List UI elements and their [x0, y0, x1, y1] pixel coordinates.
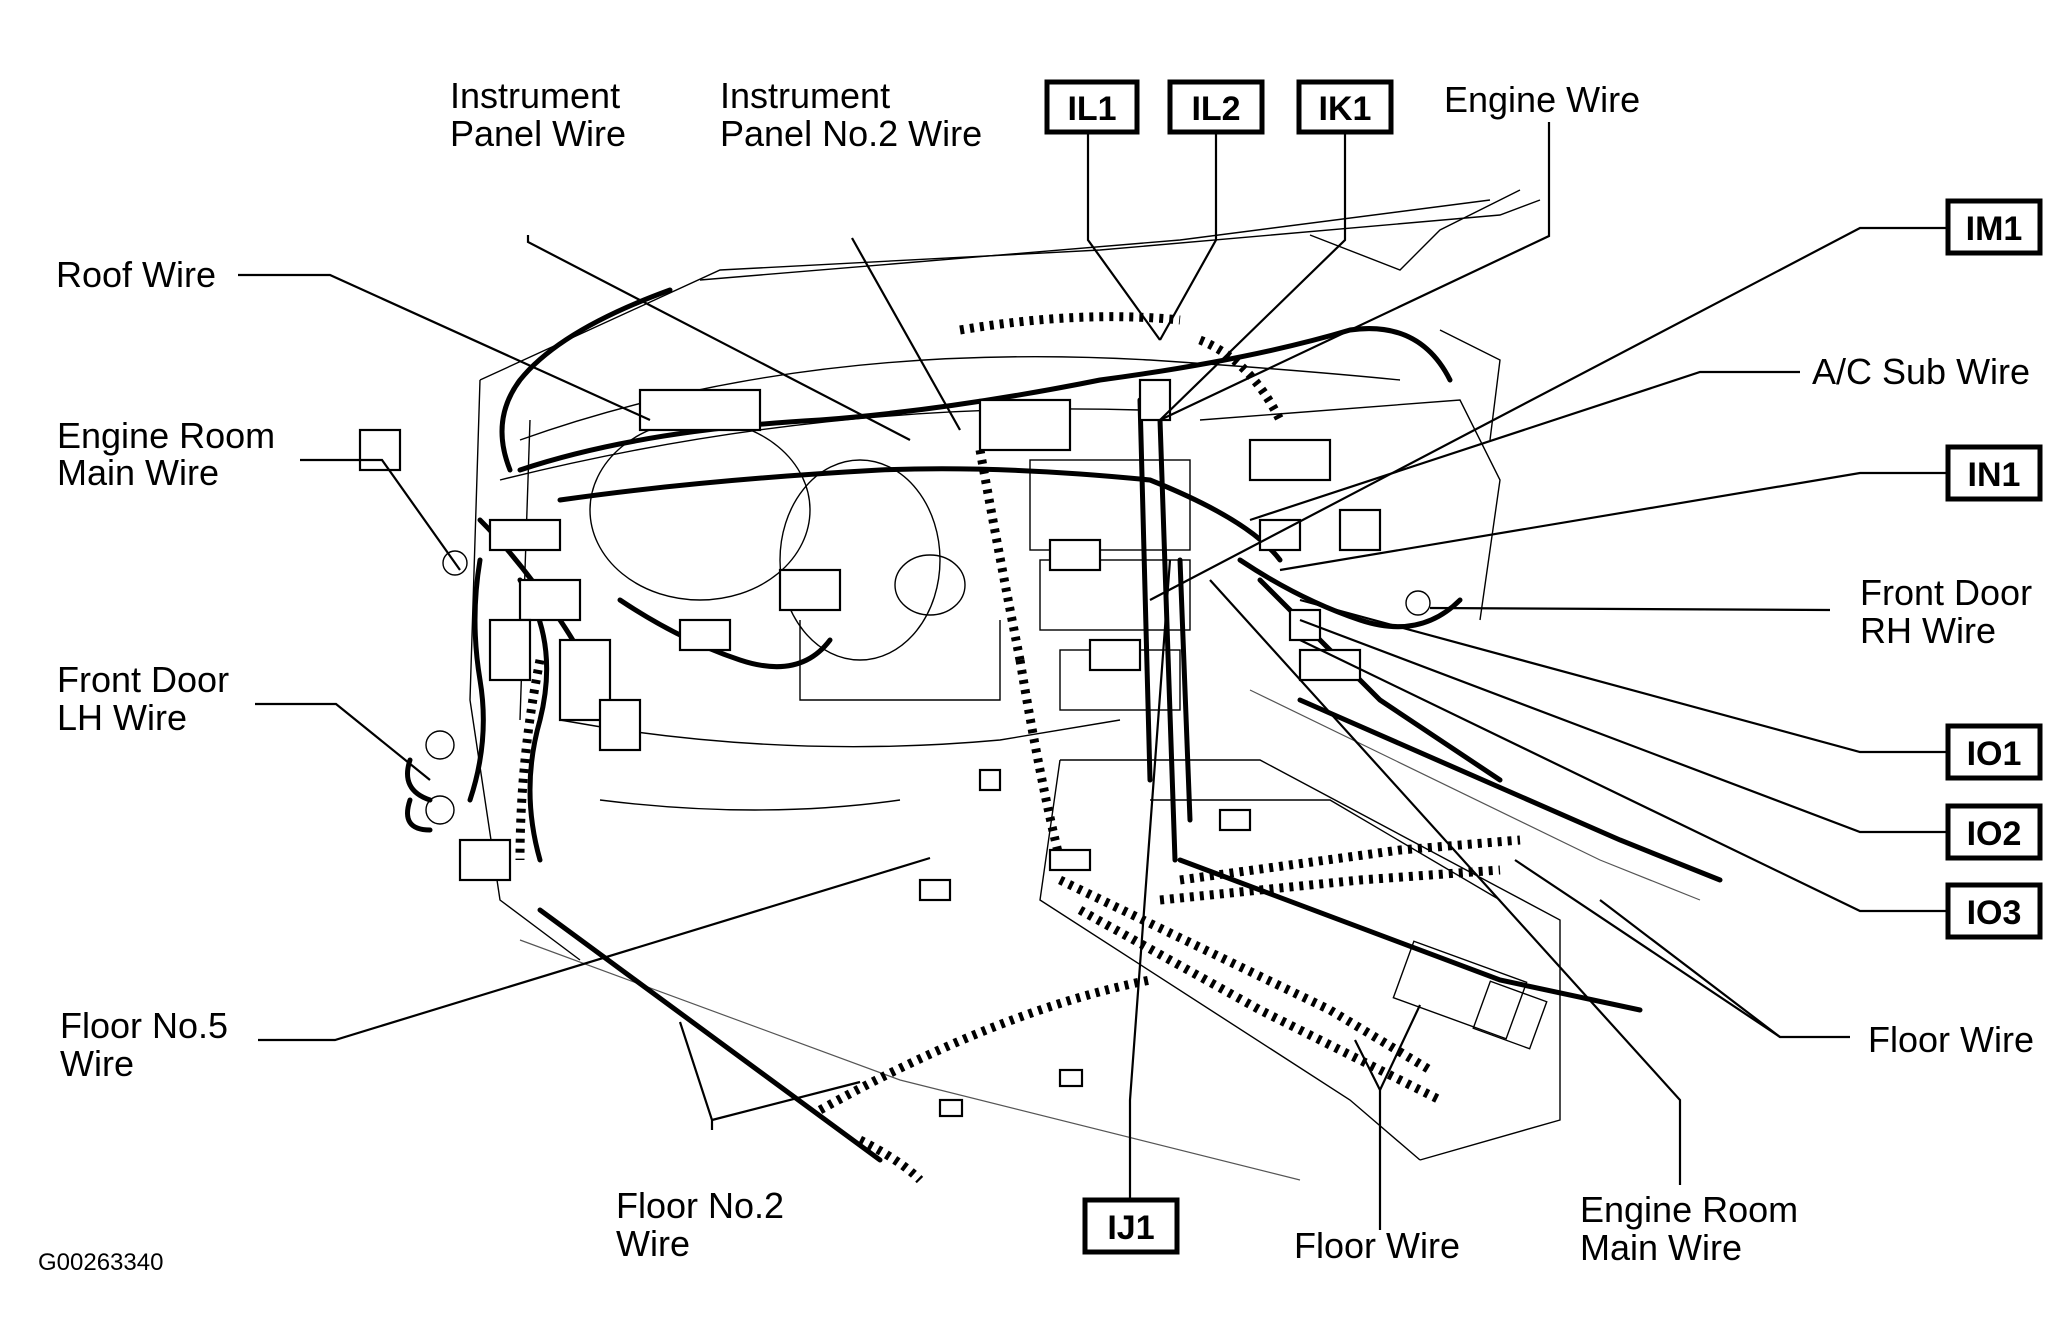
text-labels: Instrument Panel Wire Instrument Panel N… — [38, 75, 2034, 1276]
connector-IO1: IO1 — [1945, 723, 2043, 781]
connector-IM1-label: IM1 — [1966, 210, 2023, 248]
label-front-door-rh-wire-2: RH Wire — [1860, 610, 1996, 651]
connector-IO3: IO3 — [1945, 882, 2043, 940]
label-engine-room-main-wire-bottom-2: Main Wire — [1580, 1227, 1742, 1268]
label-front-door-lh-wire-2: LH Wire — [57, 697, 187, 738]
label-front-door-lh-wire-1: Front Door — [57, 659, 229, 700]
label-floor-wire-right: Floor Wire — [1868, 1019, 2034, 1060]
label-floor-no5-wire-2: Wire — [60, 1043, 134, 1084]
connector-IJ1-label: IJ1 — [1107, 1209, 1154, 1247]
connector-IL2-label: IL2 — [1191, 90, 1240, 128]
connector-IK1-label: IK1 — [1319, 90, 1372, 128]
label-engine-room-main-wire-bottom-1: Engine Room — [1580, 1189, 1798, 1230]
leader-lines — [238, 122, 1948, 1230]
label-roof-wire: Roof Wire — [56, 254, 216, 295]
connector-IO2: IO2 — [1945, 803, 2043, 861]
connector-codes: IL1 IL2 IK1 IM1 IN1 IO1 IO2 IO3 — [1044, 79, 2043, 1255]
vehicle-outline — [469, 189, 1701, 1181]
label-engine-room-main-wire-left-2: Main Wire — [57, 452, 219, 493]
connector-IO1-label: IO1 — [1967, 735, 2022, 773]
connector-IM1: IM1 — [1945, 198, 2043, 256]
connector-IJ1: IJ1 — [1082, 1197, 1180, 1255]
label-engine-room-main-wire-left-1: Engine Room — [57, 415, 275, 456]
label-instrument-panel-no2-wire-1: Instrument — [720, 75, 890, 116]
label-instrument-panel-wire-2: Panel Wire — [450, 113, 626, 154]
label-floor-no2-wire-1: Floor No.2 — [616, 1185, 784, 1226]
connector-blocks — [358, 378, 1382, 1118]
connector-IK1: IK1 — [1296, 79, 1394, 135]
connector-IO3-label: IO3 — [1967, 894, 2022, 932]
label-floor-no2-wire-2: Wire — [616, 1223, 690, 1264]
harness-routing — [405, 287, 1723, 1184]
label-instrument-panel-wire-1: Instrument — [450, 75, 620, 116]
label-ac-sub-wire: A/C Sub Wire — [1812, 351, 2030, 392]
label-floor-wire-bottom: Floor Wire — [1294, 1225, 1460, 1266]
label-floor-no5-wire-1: Floor No.5 — [60, 1005, 228, 1046]
connector-IN1-label: IN1 — [1968, 456, 2021, 494]
label-engine-wire: Engine Wire — [1444, 79, 1640, 120]
connector-IN1: IN1 — [1945, 444, 2043, 502]
label-front-door-rh-wire-1: Front Door — [1860, 572, 2032, 613]
label-instrument-panel-no2-wire-2: Panel No.2 Wire — [720, 113, 982, 154]
connector-IL2: IL2 — [1167, 79, 1265, 135]
connector-IL1: IL1 — [1044, 79, 1140, 135]
figure-code: G00263340 — [38, 1249, 163, 1276]
connector-IL1-label: IL1 — [1067, 90, 1116, 128]
connector-IO2-label: IO2 — [1967, 815, 2022, 853]
